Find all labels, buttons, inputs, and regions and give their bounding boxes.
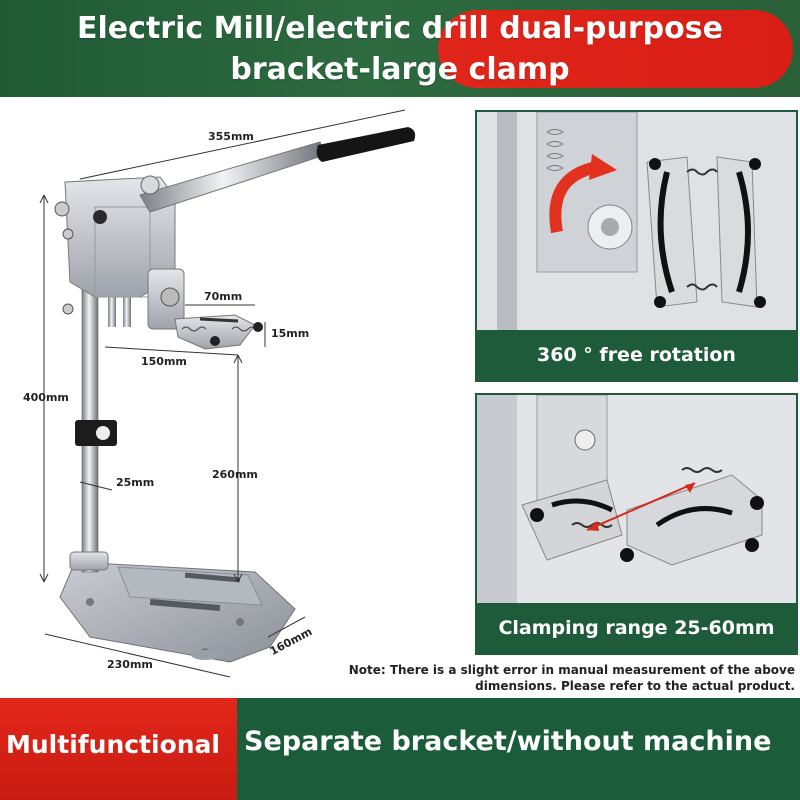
header-red-accent [438, 10, 793, 88]
footer-right-label: Separate bracket/without machine [244, 726, 772, 757]
footer-red-block [0, 698, 237, 800]
clamping-caption: Clamping range 25-60mm [477, 603, 796, 653]
rotation-caption: 360 ° free rotation [477, 330, 796, 380]
dim-height: 400mm [23, 391, 69, 404]
title-line-2: bracket-large clamp [230, 52, 570, 87]
drill-stand-drawing [39, 109, 416, 678]
note-line-1: Note: There is a slight error in manual … [348, 663, 795, 677]
clamping-photo [477, 395, 796, 603]
header-banner: Electric Mill/electric drill dual-purpos… [0, 0, 800, 97]
page-title: Electric Mill/electric drill dual-purpos… [0, 8, 800, 90]
dim-clamp-thickness: 15mm [271, 327, 310, 340]
note-line-2: dimensions. Please refer to the actual p… [475, 679, 795, 693]
dim-base-width: 230mm [107, 658, 153, 671]
dim-clamp-width: 70mm [204, 290, 243, 303]
dim-reach: 150mm [141, 355, 187, 368]
footer-banner: Multifunctional Separate bracket/without… [0, 698, 800, 800]
title-line-1: Electric Mill/electric drill dual-purpos… [77, 11, 723, 46]
dim-handle-length: 355mm [208, 130, 254, 143]
measurement-note: Note: There is a slight error in manual … [330, 662, 795, 694]
dim-travel: 260mm [212, 468, 258, 481]
handle-grip [316, 127, 416, 162]
rotation-panel: 360 ° free rotation [475, 110, 798, 382]
footer-left-label: Multifunctional [6, 730, 220, 759]
base-plate [59, 561, 296, 663]
dim-column-diameter: 25mm [116, 476, 155, 489]
clamping-panel: Clamping range 25-60mm [475, 393, 798, 655]
drill-stand-illustration: 355mm 400mm 70mm 15mm 150mm 25mm 260mm 2… [0, 97, 470, 697]
rotation-photo [477, 112, 796, 330]
